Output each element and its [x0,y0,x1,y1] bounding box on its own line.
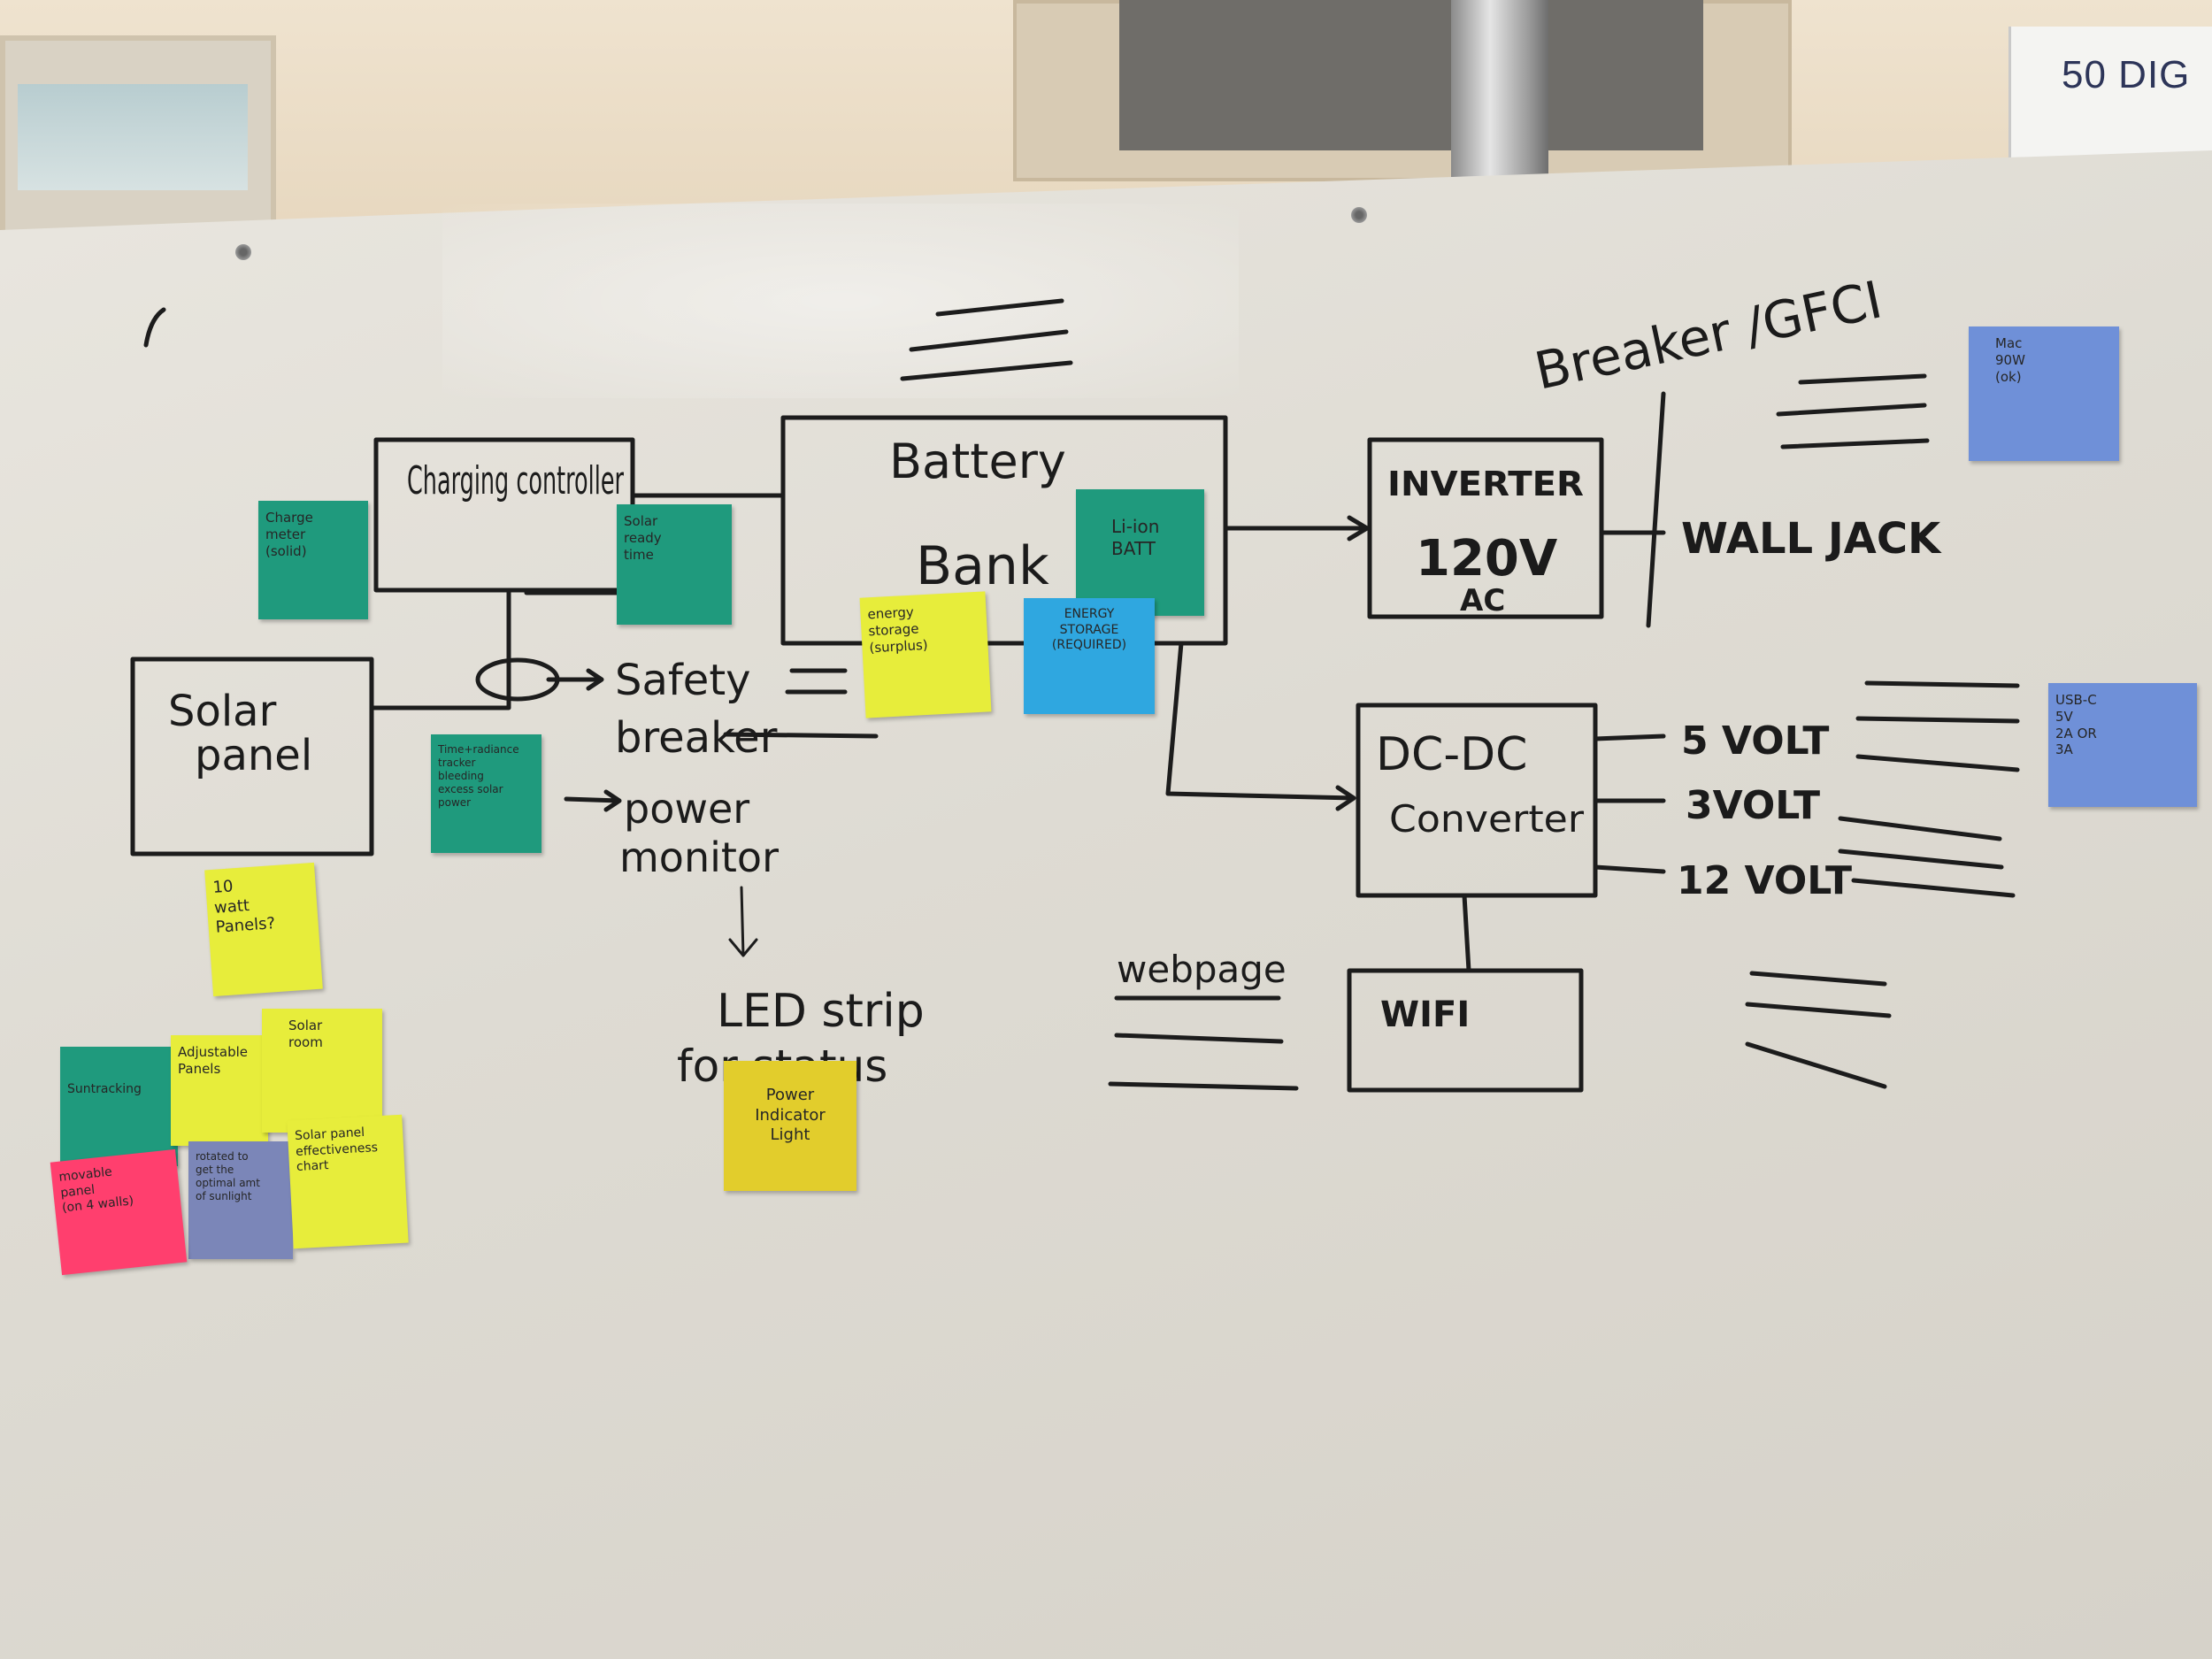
solar-panel-box [130,657,374,856]
note-line-battery-3 [900,360,1073,381]
inverter-label: INVERTER [1387,465,1584,503]
note-line-battery-1 [935,298,1064,317]
arrow-to-safety-breaker [546,668,604,691]
dcdc-to-wifi-line [1462,893,1471,973]
solar-label: Solar [168,687,277,736]
panel-label: panel [195,731,312,780]
note-line-webpage-3 [1108,1081,1299,1091]
breaker-divider-line [1646,391,1666,628]
bank-label: Bank [916,535,1049,597]
cabinet-interior [1119,0,1703,150]
note-line-battery-2 [909,329,1069,352]
wifi-box [1347,968,1584,1093]
note-line-5v-1 [1864,680,2020,688]
wifi-label: WIFI [1380,995,1470,1035]
dcdc-5v-line [1593,733,1666,741]
stray-mark [143,307,166,348]
battery-to-dcdc-arrow [1165,641,1356,811]
whiteboard [0,150,2212,1659]
twelve-volt-label: 12 VOLT [1677,858,1852,903]
arrow-to-led-strip [728,886,758,957]
note-line-5v-3 [1855,754,2020,772]
inverter-box [1367,437,1604,619]
note-line-inverter-2 [1776,403,1927,417]
exhaust-duct [1451,0,1548,177]
note-line-12v-1 [1838,816,2002,841]
inverter-voltage-label: 120V [1416,530,1558,588]
three-volt-label: 3VOLT [1686,783,1820,828]
wall-sign-text: 50 DIG [2062,53,2191,96]
dc-dc-label: DC-DC [1376,728,1527,781]
wall-jack-label: WALL JACK [1681,514,1942,564]
led-strip-label: LED strip [717,985,925,1038]
note-line-12v-3 [1851,878,2016,898]
note-line-wifi-1 [1749,971,1887,987]
safety-label: Safety [615,656,751,705]
converter-label: Converter [1389,797,1585,841]
board-screw-left [235,244,251,260]
whiteboard-glare [442,204,1239,398]
note-line-webpage-2 [1114,1033,1284,1044]
sticky-note-suntracking: Suntracking [60,1047,178,1166]
power-label: power [624,785,749,833]
window-glass [18,84,248,190]
note-line-inverter-3 [1780,438,1930,449]
five-volt-label: 5 VOLT [1681,718,1829,764]
note-line-5v-2 [1855,716,2020,724]
solar-to-controller-line [369,679,511,710]
board-screw-right [1351,207,1367,223]
dcdc-12v-line [1593,864,1666,874]
webpage-label: webpage [1117,948,1286,991]
monitor-label: monitor [619,833,779,881]
charging-controller-label: Charging controller [407,458,625,503]
inverter-ac-label: AC [1460,583,1505,618]
breaker-extension-line [723,732,879,739]
note-line-12v-2 [1838,849,2004,870]
battery-to-inverter-arrow [1223,515,1370,541]
battery-label: Battery [889,434,1066,489]
safety-breaker-symbol [475,657,560,702]
note-line-inverter-1 [1798,373,1927,385]
arrow-to-power-monitor [564,789,622,812]
note-line-wifi-2 [1745,1002,1892,1018]
wall-sign [2008,27,2212,159]
note-line-wifi-3 [1745,1041,1887,1089]
breaker-label: breaker [615,713,778,763]
